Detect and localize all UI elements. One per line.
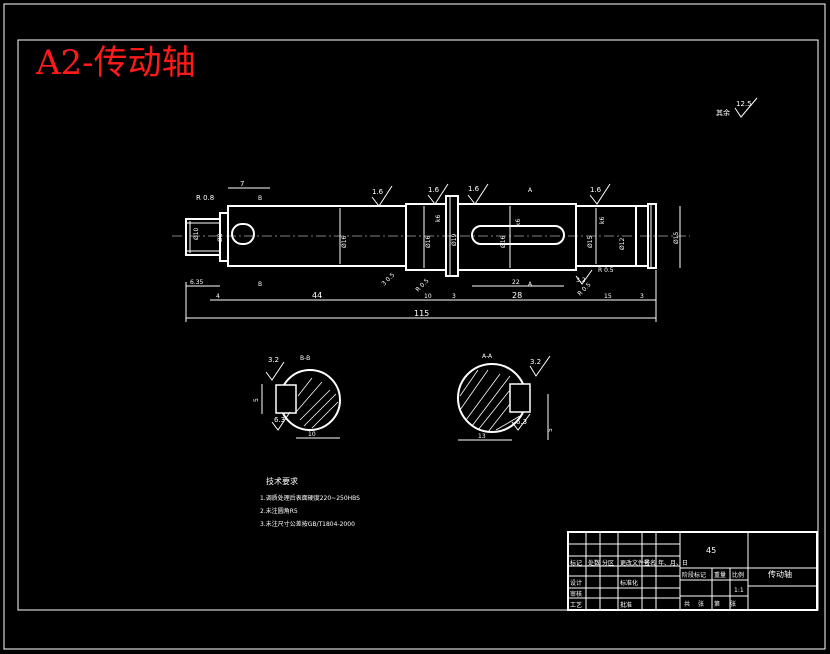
svg-text:k6: k6	[515, 219, 522, 226]
svg-text:审核: 审核	[570, 590, 582, 598]
svg-text:10: 10	[308, 431, 316, 438]
svg-text:张: 张	[698, 600, 704, 608]
svg-text:Ø15: Ø15	[587, 235, 594, 248]
title-block: 45 传动轴 1:1 标记 设计 审核 工艺 处数 分区 更改文件号 签名 年、…	[567, 531, 818, 611]
surface-note: 其余 12.5	[716, 97, 758, 118]
svg-text:工艺: 工艺	[570, 601, 582, 609]
svg-text:技术要求: 技术要求	[266, 476, 298, 486]
svg-text:Ø15: Ø15	[673, 231, 680, 244]
svg-text:Ø12: Ø12	[619, 237, 626, 250]
svg-text:3.未注尺寸公差按GB/T1804-2000: 3.未注尺寸公差按GB/T1804-2000	[260, 520, 355, 528]
svg-text:R 0.5: R 0.5	[598, 267, 614, 274]
svg-text:其余: 其余	[716, 108, 730, 117]
svg-text:15: 15	[604, 293, 612, 300]
svg-text:6.3: 6.3	[274, 416, 285, 424]
svg-text:k6: k6	[435, 215, 442, 222]
svg-text:标准化: 标准化	[620, 579, 638, 587]
svg-text:更改文件号: 更改文件号	[620, 559, 650, 567]
svg-text:A: A	[528, 187, 533, 194]
svg-text:5: 5	[547, 428, 554, 432]
svg-text:Ø10: Ø10	[193, 227, 200, 240]
svg-text:1.6: 1.6	[372, 188, 384, 196]
svg-text:Ø8: Ø8	[217, 233, 224, 242]
svg-text:分区: 分区	[602, 559, 614, 567]
svg-text:第: 第	[714, 600, 720, 608]
drawing-title: A2-传动轴	[35, 43, 196, 83]
svg-text:Ø16: Ø16	[500, 235, 507, 248]
svg-text:1.6: 1.6	[428, 186, 440, 194]
outer-border	[3, 3, 826, 650]
svg-text:6.3: 6.3	[516, 418, 527, 426]
svg-text:R 0.5: R 0.5	[414, 277, 430, 293]
svg-text:1.6: 1.6	[468, 185, 480, 193]
svg-text:115: 115	[414, 309, 429, 318]
svg-text:B-B: B-B	[300, 355, 310, 362]
svg-text:批准: 批准	[620, 601, 632, 609]
svg-text:12.5: 12.5	[736, 100, 752, 108]
svg-text:28: 28	[512, 291, 522, 300]
svg-text:2.未注圆角R5: 2.未注圆角R5	[260, 507, 298, 515]
svg-text:Ø16: Ø16	[341, 235, 348, 248]
svg-text:1.调质处理后表面硬度220~250HBS: 1.调质处理后表面硬度220~250HBS	[260, 494, 360, 502]
svg-text:标记: 标记	[570, 559, 582, 567]
inner-frame	[17, 39, 819, 611]
technical-requirements: 技术要求 1.调质处理后表面硬度220~250HBS 2.未注圆角R5 3.未注…	[260, 476, 360, 528]
svg-text:重量: 重量	[714, 571, 726, 579]
svg-text:年、月、日: 年、月、日	[658, 559, 688, 567]
svg-text:处数: 处数	[588, 559, 600, 567]
svg-text:22: 22	[512, 279, 520, 286]
svg-text:Ø19: Ø19	[451, 233, 458, 246]
svg-text:共: 共	[684, 600, 690, 608]
svg-text:1:1: 1:1	[734, 587, 744, 594]
svg-text:6.35: 6.35	[190, 279, 204, 286]
svg-text:3.2: 3.2	[576, 277, 586, 284]
svg-text:7: 7	[240, 180, 244, 188]
svg-text:44: 44	[312, 291, 322, 300]
svg-text:k6: k6	[599, 217, 606, 224]
svg-text:张: 张	[730, 600, 736, 608]
svg-text:B: B	[258, 195, 262, 202]
svg-text:设计: 设计	[570, 579, 582, 587]
svg-text:10: 10	[424, 293, 432, 300]
svg-text:3.2: 3.2	[268, 356, 279, 364]
svg-text:3.2: 3.2	[530, 358, 541, 366]
svg-text:R 0.8: R 0.8	[196, 194, 214, 202]
svg-text:3 0.5: 3 0.5	[380, 272, 396, 288]
svg-text:3: 3	[640, 293, 644, 300]
section-b-b: B-B 3.2 6.3 10 5	[253, 355, 341, 439]
svg-text:4: 4	[216, 293, 220, 300]
shaft-main-view: 1.6 1.6 1.6 1.6 7 R 0.8 Ø10 Ø8 Ø16 Ø16 k…	[172, 180, 690, 322]
svg-text:3: 3	[452, 293, 456, 300]
svg-text:比例: 比例	[732, 571, 744, 579]
svg-text:阶段标记: 阶段标记	[682, 571, 706, 579]
svg-text:Ø16: Ø16	[425, 235, 432, 248]
svg-text:5: 5	[253, 398, 260, 402]
svg-text:13: 13	[478, 433, 486, 440]
svg-text:A-A: A-A	[482, 353, 493, 360]
svg-text:B: B	[258, 281, 262, 288]
svg-text:1.6: 1.6	[590, 186, 602, 194]
svg-text:签名: 签名	[644, 559, 656, 567]
svg-text:传动轴: 传动轴	[768, 569, 792, 579]
section-a-a: A-A 3.2 6.3 13 5	[457, 353, 554, 441]
svg-text:A: A	[528, 281, 533, 288]
svg-text:45: 45	[706, 546, 716, 555]
